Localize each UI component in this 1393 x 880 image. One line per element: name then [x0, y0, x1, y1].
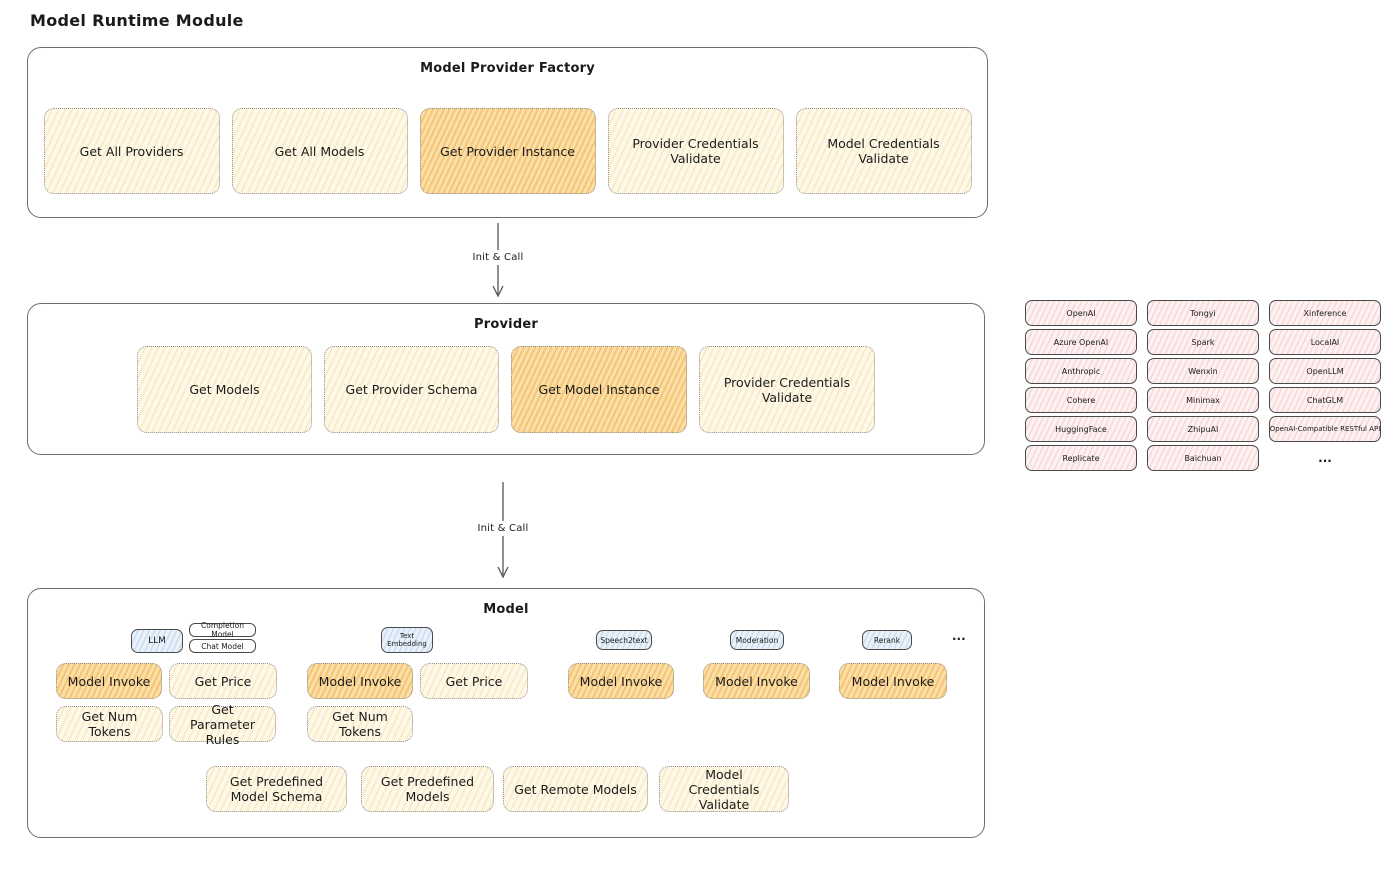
- provider-chip-baichuan[interactable]: Baichuan: [1147, 445, 1259, 471]
- model-provider-factory-box[interactable]: Model Provider Factory Get All Providers…: [27, 47, 988, 218]
- model-title: Model: [483, 602, 529, 617]
- factory-button-model-credentials-validate[interactable]: Model Credentials Validate: [795, 108, 972, 194]
- provider-chip-xinference[interactable]: Xinference: [1269, 300, 1381, 326]
- tab-moderation[interactable]: Moderation: [730, 630, 784, 650]
- llm-get-parameter-rules-button[interactable]: Get Parameter Rules: [169, 702, 276, 747]
- factory-button-get-all-providers[interactable]: Get All Providers: [43, 108, 220, 194]
- text-embedding-get-price-button[interactable]: Get Price: [420, 663, 528, 699]
- page-title: Model Runtime Module: [30, 11, 244, 30]
- provider-chip-chatglm[interactable]: ChatGLM: [1269, 387, 1381, 413]
- provider-button-get-provider-schema[interactable]: Get Provider Schema: [324, 346, 499, 433]
- llm-get-price-button[interactable]: Get Price: [169, 663, 277, 699]
- rerank-model-invoke-button[interactable]: Model Invoke: [839, 663, 947, 699]
- model-credentials-validate-button[interactable]: Model Credentials Validate: [659, 766, 789, 812]
- factory-title: Model Provider Factory: [420, 61, 595, 76]
- provider-chip-azure-openai[interactable]: Azure OpenAI: [1025, 329, 1137, 355]
- provider-chip-wenxin[interactable]: Wenxin: [1147, 358, 1259, 384]
- factory-button-get-all-models[interactable]: Get All Models: [231, 108, 408, 194]
- tabs-ellipsis: ...: [952, 629, 966, 643]
- provider-button-provider-credentials-validate[interactable]: Provider Credentials Validate: [699, 346, 875, 433]
- init-call-label: Init & Call: [462, 250, 534, 265]
- tab-rerank[interactable]: Rerank: [862, 630, 912, 650]
- provider-chip-localai[interactable]: LocalAI: [1269, 329, 1381, 355]
- tab-text-embedding[interactable]: Text Embedding: [381, 627, 433, 653]
- text-embedding-get-num-tokens-button[interactable]: Get Num Tokens: [307, 706, 413, 742]
- node-label: Get Provider Schema: [345, 382, 478, 397]
- speech2text-model-invoke-button[interactable]: Model Invoke: [568, 663, 674, 699]
- node-label: Provider Credentials Validate: [723, 374, 851, 405]
- node-label: Get All Models: [274, 143, 365, 159]
- get-predefined-models-button[interactable]: Get Predefined Models: [361, 766, 494, 812]
- provider-title: Provider: [474, 317, 538, 332]
- provider-chip-tongyi[interactable]: Tongyi: [1147, 300, 1259, 326]
- node-label: Get Model Instance: [538, 382, 660, 397]
- llm-model-invoke-button[interactable]: Model Invoke: [56, 663, 162, 699]
- node-label: Get Provider Instance: [440, 143, 575, 159]
- llm-get-num-tokens-button[interactable]: Get Num Tokens: [56, 706, 163, 742]
- provider-button-get-model-instance[interactable]: Get Model Instance: [511, 346, 687, 433]
- provider-list-ellipsis: ...: [1318, 451, 1332, 465]
- provider-button-get-models[interactable]: Get Models: [137, 346, 312, 433]
- get-predefined-model-schema-button[interactable]: Get Predefined Model Schema: [206, 766, 347, 812]
- node-label: Provider Credentials Validate: [632, 136, 759, 166]
- provider-chip-spark[interactable]: Spark: [1147, 329, 1259, 355]
- factory-button-get-provider-instance[interactable]: Get Provider Instance: [419, 108, 596, 194]
- provider-chip-openai-compatible-restful-api[interactable]: OpenAI-Compatible RESTful API: [1269, 416, 1381, 442]
- provider-chip-zhipuai[interactable]: ZhipuAI: [1147, 416, 1259, 442]
- provider-chip-minimax[interactable]: Minimax: [1147, 387, 1259, 413]
- tab-speech2text[interactable]: Speech2text: [596, 630, 652, 650]
- provider-chip-replicate[interactable]: Replicate: [1025, 445, 1137, 471]
- init-call-label: Init & Call: [467, 521, 539, 536]
- node-label: Get All Providers: [79, 143, 184, 159]
- provider-chip-huggingface[interactable]: HuggingFace: [1025, 416, 1137, 442]
- node-label: Model Credentials Validate: [827, 136, 940, 166]
- provider-chip-openai[interactable]: OpenAI: [1025, 300, 1137, 326]
- provider-chip-cohere[interactable]: Cohere: [1025, 387, 1137, 413]
- tab-completion-model[interactable]: Completion Model: [189, 621, 256, 639]
- provider-list-grid: OpenAI Tongyi Xinference Azure OpenAI Sp…: [1025, 300, 1381, 471]
- moderation-model-invoke-button[interactable]: Model Invoke: [703, 663, 810, 699]
- get-remote-models-button[interactable]: Get Remote Models: [503, 766, 648, 812]
- text-embedding-model-invoke-button[interactable]: Model Invoke: [307, 663, 413, 699]
- tab-chat-model[interactable]: Chat Model: [189, 639, 256, 653]
- provider-chip-anthropic[interactable]: Anthropic: [1025, 358, 1137, 384]
- provider-box[interactable]: Provider Get Models Get Provider Schema …: [27, 303, 985, 455]
- model-box[interactable]: Model LLM Completion Model Chat Model Te…: [27, 588, 985, 838]
- factory-button-provider-credentials-validate[interactable]: Provider Credentials Validate: [607, 108, 784, 194]
- node-label: Get Models: [189, 382, 260, 397]
- tab-llm[interactable]: LLM: [131, 629, 183, 653]
- provider-chip-openllm[interactable]: OpenLLM: [1269, 358, 1381, 384]
